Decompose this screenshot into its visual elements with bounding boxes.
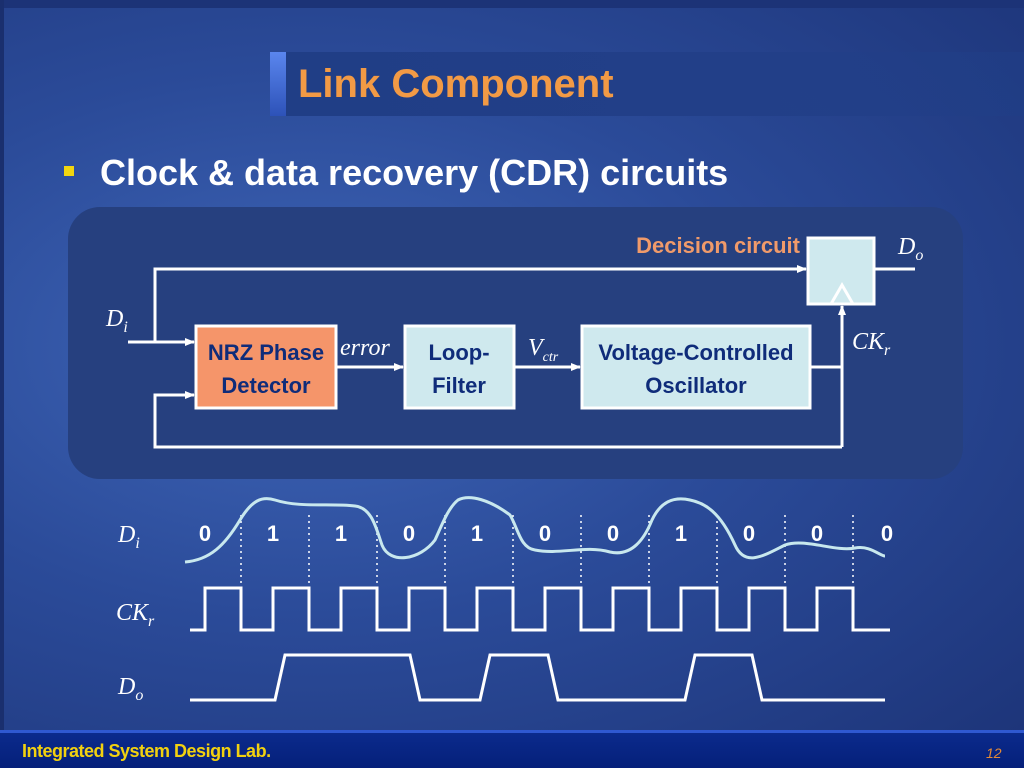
title-accent [270, 52, 286, 116]
ckr-symbol: CK [852, 329, 886, 355]
clock-edge-triangle-icon [829, 282, 855, 305]
bit-label: 0 [539, 521, 551, 546]
bullet-square-icon [64, 166, 74, 176]
di-input-label: Di [105, 306, 128, 336]
vco-line1: Voltage-Controlled [598, 340, 793, 365]
loop-filter-line2: Filter [432, 373, 486, 398]
ckr-subscript: r [884, 342, 891, 359]
timing-di-subscript: i [135, 535, 139, 552]
error-label: error [340, 335, 390, 361]
do-output-subscript: o [915, 247, 923, 264]
phase-detector-block [194, 324, 338, 410]
bit-label: 0 [403, 521, 415, 546]
timing-do-label: Do [117, 674, 143, 704]
timing-di-symbol: D [117, 522, 135, 548]
footer-lab-name: Integrated System Design Lab. [22, 741, 271, 761]
di-input-symbol: D [105, 306, 123, 332]
vco-block [580, 324, 812, 410]
timing-do-subscript: o [135, 687, 143, 704]
timing-di-label: Di [117, 522, 140, 552]
bit-label: 0 [811, 521, 823, 546]
di-input-subscript: i [123, 319, 127, 336]
title-bar [270, 52, 1024, 116]
sampling-guides [240, 515, 854, 600]
do-output-symbol: D [897, 234, 915, 260]
ckr-label: CKr [852, 329, 891, 359]
loop-filter-line1: Loop- [428, 340, 489, 365]
vctr-label: Vctr [528, 335, 559, 365]
do-output-label: Do [897, 234, 923, 264]
bit-label: 0 [743, 521, 755, 546]
page-number: 12 [986, 745, 1002, 761]
bullet-text: Clock & data recovery (CDR) circuits [100, 152, 729, 193]
phase-detector-line2: Detector [221, 373, 311, 398]
timing-ckr-label: CKr [116, 600, 155, 630]
bit-label: 1 [335, 521, 347, 546]
phase-detector-line1: NRZ Phase [208, 340, 324, 365]
do-waveform [190, 653, 885, 702]
wire-di-to-decision [153, 265, 807, 342]
ckr-waveform [190, 586, 890, 632]
timing-do-symbol: D [117, 674, 135, 700]
footer-bar [0, 730, 1024, 768]
decision-flipflop [806, 236, 876, 306]
vctr-symbol: V [528, 335, 545, 361]
loop-filter-block [403, 324, 516, 410]
bit-label: 1 [675, 521, 687, 546]
bit-label: 0 [199, 521, 211, 546]
bit-label: 0 [607, 521, 619, 546]
decision-circuit-label: Decision circuit [636, 233, 801, 258]
bit-label: 0 [881, 521, 893, 546]
timing-ckr-symbol: CK [116, 600, 150, 626]
bit-labels: 0 1 1 0 1 0 0 1 0 0 0 [199, 521, 893, 546]
di-waveform [184, 496, 886, 564]
cdr-diagram: NRZ Phase Detector Loop- Filter Voltage-… [105, 233, 924, 704]
bit-label: 1 [471, 521, 483, 546]
wire-feedback [153, 391, 842, 449]
vco-line2: Oscillator [645, 373, 747, 398]
vctr-subscript: ctr [543, 350, 559, 365]
bit-label: 1 [267, 521, 279, 546]
timing-ckr-subscript: r [148, 613, 155, 630]
slide-title: Link Component [298, 62, 614, 106]
